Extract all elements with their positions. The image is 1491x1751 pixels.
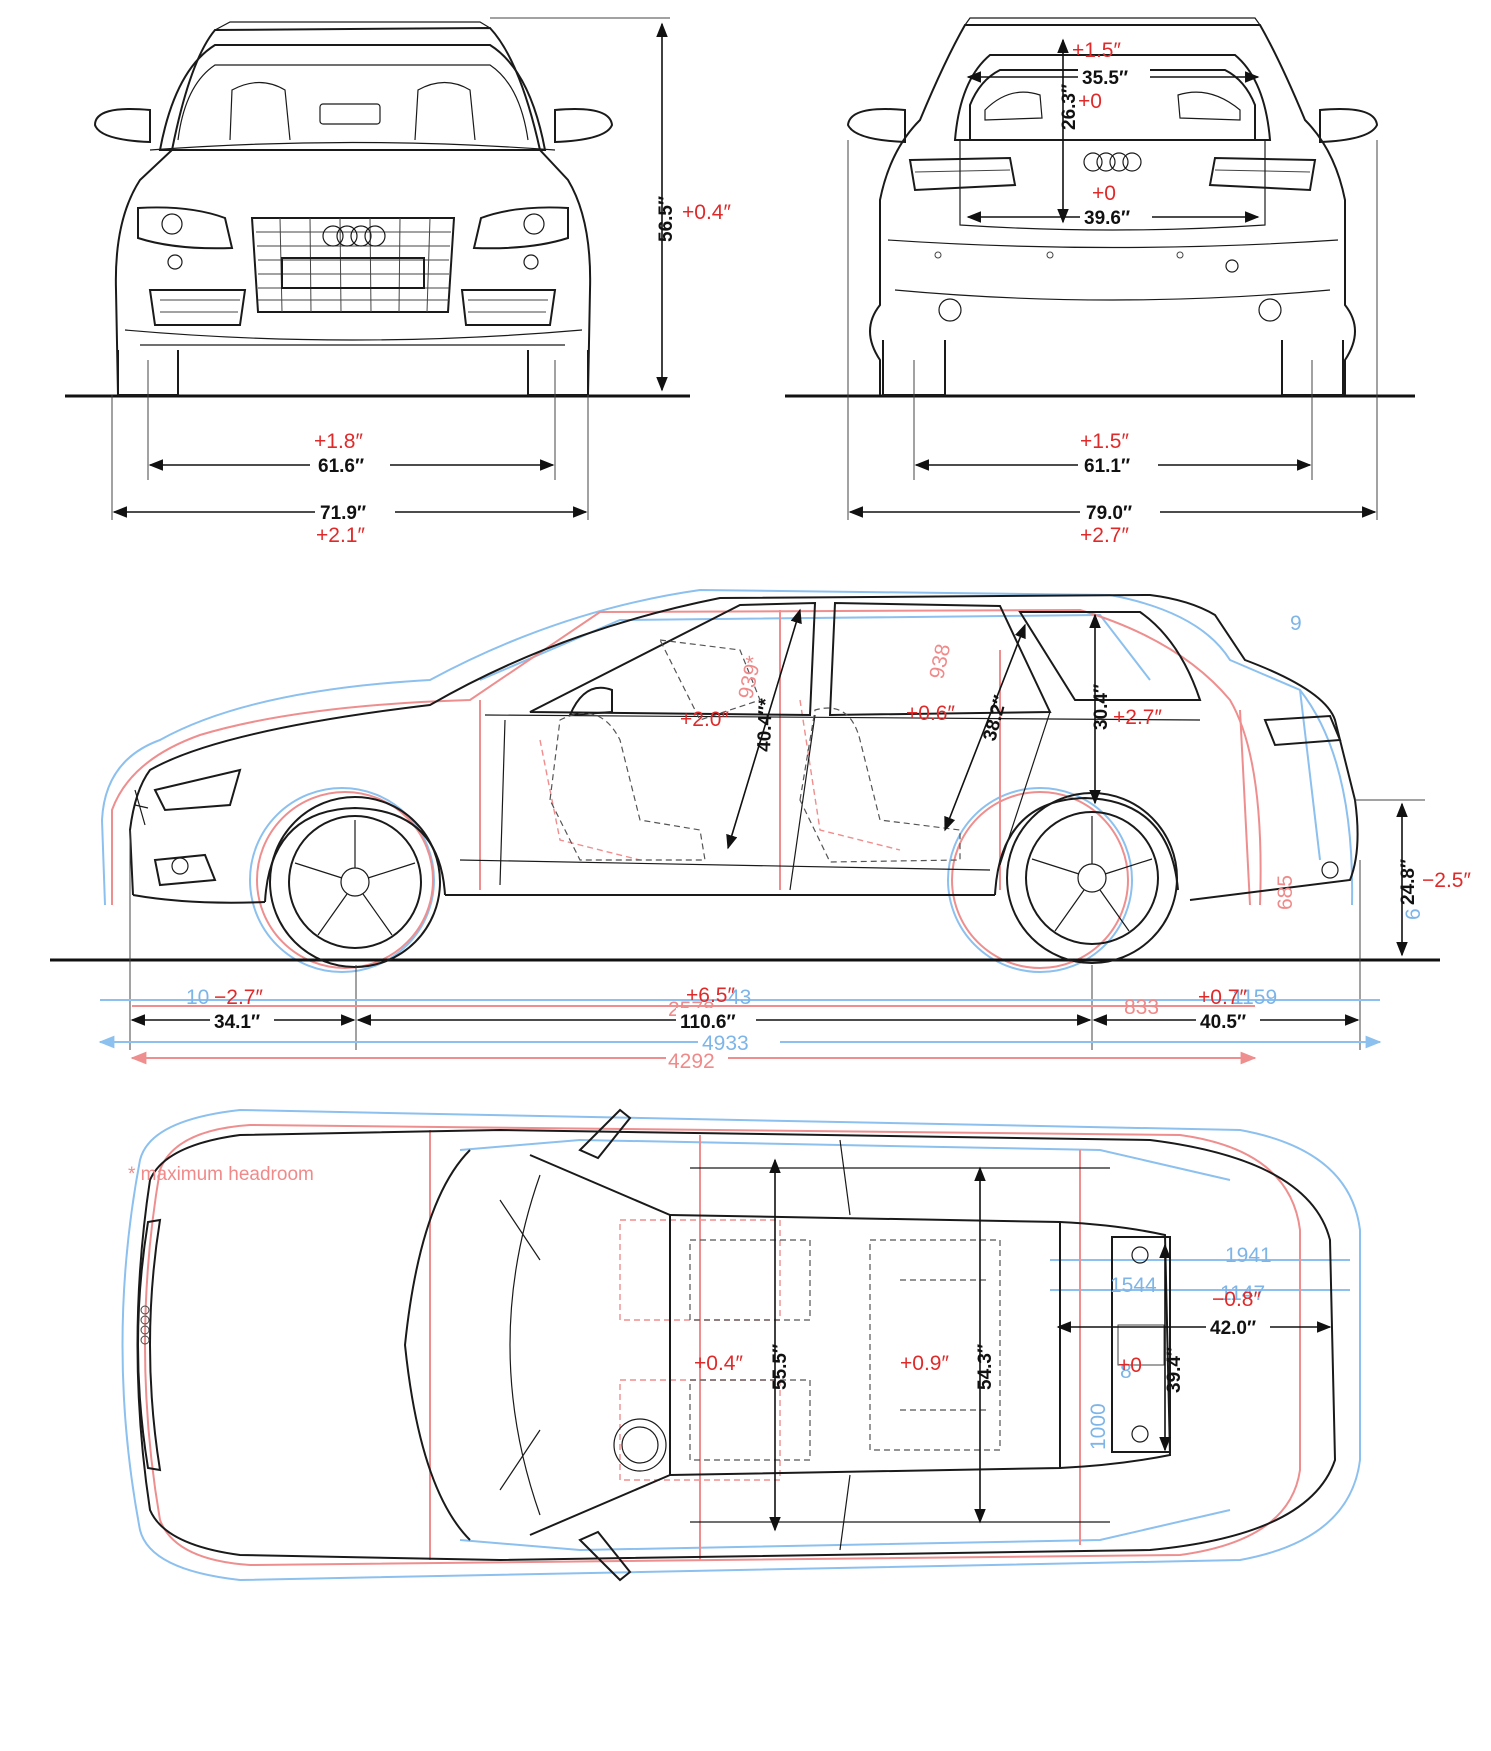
rear-headroom-dim bbox=[944, 623, 1026, 832]
front-car-outline bbox=[93, 21, 614, 396]
rear-headroom-delta: +0.6″ bbox=[906, 702, 955, 725]
rear-lower-width-value: 39.6″ bbox=[1084, 208, 1130, 229]
front-track-delta: +1.8″ bbox=[314, 430, 363, 453]
old-wheelbase-blue: 43 bbox=[728, 986, 751, 1009]
front-audi-logo bbox=[322, 225, 386, 247]
front-shoulder-delta: +0.4″ bbox=[694, 1352, 743, 1375]
front-width-value: 71.9″ bbox=[320, 503, 366, 524]
front-headroom-delta: +2.0″ bbox=[680, 708, 729, 731]
rear-width-value: 79.0″ bbox=[1086, 503, 1132, 524]
rear-view: 35.5″ 26.3″ +1.5″ +0 39.6″ +0 61.1″ +1.5… bbox=[785, 17, 1415, 547]
top-old-values: 1941 1544 1147 8 1000 bbox=[1087, 1244, 1272, 1450]
rear-shoulder-delta-top: +1.5″ bbox=[1072, 39, 1121, 62]
cargo-height-delta: +2.7″ bbox=[1113, 706, 1162, 729]
load-height-value: 24.8″ bbox=[1398, 859, 1419, 905]
front-height-delta: +0.4″ bbox=[682, 201, 731, 224]
old-rear-overhang: 833 bbox=[1124, 996, 1159, 1019]
rear-track-delta: +1.5″ bbox=[1080, 430, 1129, 453]
old-top-1000: 1000 bbox=[1087, 1403, 1110, 1450]
old-load-height: 685 bbox=[1274, 875, 1297, 910]
cargo-length-delta: −0.8″ bbox=[1212, 1288, 1261, 1311]
front-height-value: 56.5″ bbox=[656, 196, 677, 242]
old-load-height-blue: 6 bbox=[1402, 908, 1425, 920]
front-headroom-dim bbox=[726, 608, 802, 850]
rear-audi-logo bbox=[1083, 152, 1142, 172]
old-length-blue: 4933 bbox=[702, 1032, 749, 1055]
cargo-height-value: 30.4″ bbox=[1091, 684, 1112, 730]
rear-width-delta: +2.7″ bbox=[1080, 524, 1129, 547]
rear-shoulder-width-delta: +0.9″ bbox=[900, 1352, 949, 1375]
front-overhang-value: 34.1″ bbox=[214, 1012, 260, 1033]
side-previous-model-blue bbox=[100, 588, 1354, 973]
front-width-delta: +2.1″ bbox=[316, 524, 365, 547]
old-front-headroom: 939* bbox=[734, 654, 765, 701]
cargo-width-delta: +0 bbox=[1118, 1354, 1142, 1377]
old-rear-overhang-left: 9 bbox=[1290, 612, 1302, 635]
rear-track-value: 61.1″ bbox=[1084, 456, 1130, 477]
wheelbase-value: 110.6″ bbox=[680, 1012, 736, 1033]
rear-overhang-value: 40.5″ bbox=[1200, 1012, 1246, 1033]
top-view: 1941 1544 1147 8 1000 * maximum headroom… bbox=[121, 1108, 1361, 1582]
old-rear-headroom: 938 bbox=[925, 642, 955, 681]
cargo-width-value: 39.4″ bbox=[1164, 1347, 1185, 1393]
front-shoulder-value: 55.5″ bbox=[770, 1344, 791, 1390]
rear-lower-delta: +0 bbox=[1092, 182, 1116, 205]
front-view: 56.5″ +0.4″ 61.6″ +1.8″ 71.9″ +2.1″ bbox=[65, 17, 731, 547]
cargo-length-value: 42.0″ bbox=[1210, 1318, 1256, 1339]
top-car-outline bbox=[136, 1108, 1337, 1582]
side-previous-model-red bbox=[111, 608, 1262, 969]
front-headroom-value: 40.4″* bbox=[754, 697, 777, 752]
side-old-values: 939* 938 685 6 9 bbox=[734, 612, 1425, 920]
side-view: 939* 938 685 6 9 40.4″* +2.0″ 38.2″ +0.6… bbox=[50, 588, 1471, 1073]
top-previous-model-red bbox=[144, 1123, 1301, 1567]
old-top-8: 8 bbox=[1120, 1360, 1132, 1383]
side-car-outline bbox=[128, 593, 1359, 968]
side-rear-wheel bbox=[1006, 792, 1178, 964]
rear-shoulder-delta: +0 bbox=[1078, 90, 1102, 113]
rear-car-outline bbox=[846, 17, 1379, 396]
front-overhang-delta: −2.7″ bbox=[214, 986, 263, 1009]
rear-overhang-delta: +0.7″ bbox=[1198, 986, 1247, 1009]
load-height-delta: −2.5″ bbox=[1422, 869, 1471, 892]
old-top-1544: 1544 bbox=[1110, 1274, 1157, 1297]
old-rear-overhang-blue: 1159 bbox=[1232, 986, 1277, 1009]
old-front-overhang: 10 bbox=[186, 986, 209, 1009]
rear-upper-width-value: 35.5″ bbox=[1082, 68, 1128, 89]
front-track-value: 61.6″ bbox=[318, 456, 364, 477]
headroom-note: * maximum headroom bbox=[128, 1164, 314, 1185]
side-front-wheel bbox=[269, 796, 441, 968]
wheelbase-delta: +6.5″ bbox=[686, 984, 735, 1007]
old-top-1941: 1941 bbox=[1225, 1244, 1272, 1267]
old-top-1147: 1147 bbox=[1220, 1282, 1265, 1305]
rear-shoulder-value: 26.3″ bbox=[1059, 84, 1080, 130]
top-audi-logo bbox=[140, 1305, 150, 1345]
old-length-red: 4292 bbox=[668, 1050, 715, 1073]
rear-shoulder-width-value: 54.3″ bbox=[975, 1344, 996, 1390]
